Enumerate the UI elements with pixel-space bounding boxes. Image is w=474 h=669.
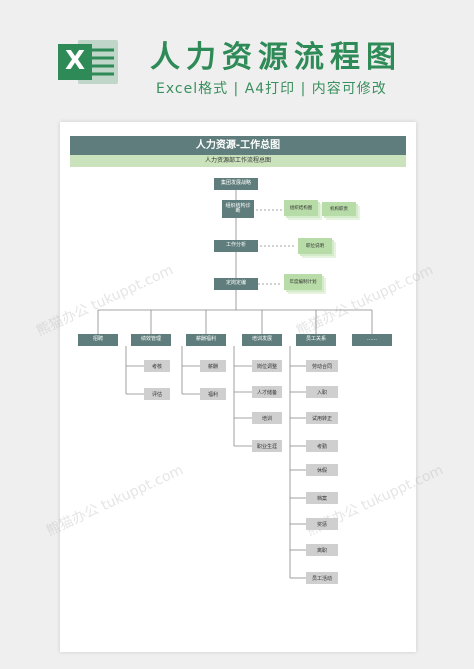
node-staffing[interactable]: 定岗定编 <box>214 278 258 290</box>
leaf-item[interactable]: 档案 <box>306 492 338 504</box>
leaf-item[interactable]: 人才储备 <box>252 386 282 398</box>
branch-training[interactable]: 培训发展 <box>242 334 282 346</box>
excel-logo-icon: X <box>58 38 120 86</box>
doc-subtitle: 人力资源部工作流程总图 <box>70 155 406 167</box>
branch-performance[interactable]: 绩效管理 <box>131 334 171 346</box>
branch-more[interactable]: …… <box>352 334 392 346</box>
node-group-strategy[interactable]: 集团发展战略 <box>214 178 258 190</box>
leaf-item[interactable]: 薪酬 <box>200 360 226 372</box>
leaf-item[interactable]: 考核 <box>144 360 170 372</box>
note-annual-plan: 年度编制计划 <box>284 274 322 290</box>
branch-employee-relations[interactable]: 员工关系 <box>296 334 336 346</box>
doc-title: 人力资源-工作总图 <box>70 136 406 155</box>
note-org-chart: 组织结构图 <box>284 200 318 216</box>
header-banner: X 人力资源流程图 Excel格式 | A4打印 | 内容可修改 <box>0 0 474 110</box>
note-duties: 机构职责 <box>322 202 356 216</box>
leaf-item[interactable]: 职业生涯 <box>252 440 282 452</box>
leaf-item[interactable]: 岗位调整 <box>252 360 282 372</box>
node-org-diagnosis[interactable]: 组织结构诊断 <box>222 200 254 218</box>
leaf-item[interactable]: 评估 <box>144 388 170 400</box>
note-job-desc: 职位说明 <box>298 238 332 254</box>
leaf-item[interactable]: 考勤 <box>306 440 338 452</box>
leaf-item[interactable]: 入职 <box>306 386 338 398</box>
page-title: 人力资源流程图 <box>150 40 402 75</box>
leaf-item[interactable]: 离职 <box>306 544 338 556</box>
node-job-analysis[interactable]: 工作分析 <box>214 240 258 252</box>
leaf-item[interactable]: 福利 <box>200 388 226 400</box>
leaf-item[interactable]: 培训 <box>252 412 282 424</box>
leaf-item[interactable]: 奖惩 <box>306 518 338 530</box>
branch-recruit[interactable]: 招聘 <box>78 334 118 346</box>
page-subtitle: Excel格式 | A4打印 | 内容可修改 <box>156 81 387 97</box>
leaf-item[interactable]: 试用转正 <box>306 412 338 424</box>
branch-compensation[interactable]: 薪酬福利 <box>186 334 226 346</box>
leaf-item[interactable]: 员工活动 <box>306 572 338 584</box>
logo-letter: X <box>65 46 86 76</box>
leaf-item[interactable]: 劳动合同 <box>306 360 338 372</box>
leaf-item[interactable]: 休假 <box>306 464 338 476</box>
